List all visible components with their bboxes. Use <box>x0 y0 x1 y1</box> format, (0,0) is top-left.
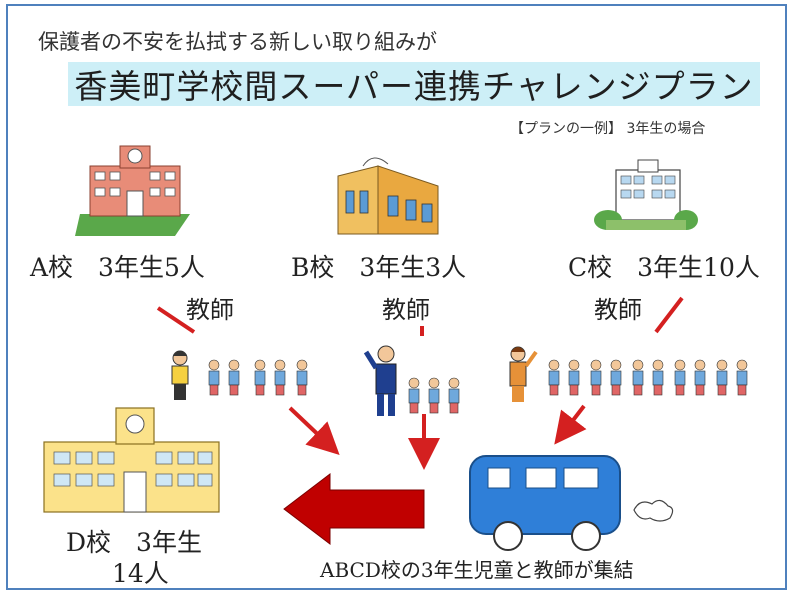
title-banner: 香美町学校間スーパー連携チャレンジプラン <box>68 62 760 106</box>
bus-icon <box>469 455 674 551</box>
group-a-people-icon <box>171 350 308 400</box>
school-a-teacher-label: 教師 <box>186 296 234 324</box>
group-c-people-icon <box>509 346 748 402</box>
school-a-label: A校 3年生5人 <box>30 253 205 282</box>
connector-lines <box>156 296 684 336</box>
school-b-teacher-label: 教師 <box>382 296 430 324</box>
school-c-label: C校 3年生10人 <box>568 253 760 282</box>
school-d-building-icon <box>43 407 220 513</box>
school-c-building-icon <box>594 159 698 230</box>
plan-note: 【プランの一例】 3年生の場合 <box>510 121 706 137</box>
page-title: 香美町学校間スーパー連携チャレンジプラン <box>74 67 754 106</box>
caption: ABCD校の3年生児童と教師が集結 <box>320 558 634 582</box>
school-b-label: B校 3年生3人 <box>291 253 467 282</box>
school-a-building-icon <box>75 145 190 236</box>
school-d-count-label: 14人 <box>112 559 169 588</box>
big-arrow-to-school-d <box>283 472 425 546</box>
school-b-building-icon <box>337 157 439 235</box>
subtitle: 保護者の不安を払拭する新しい取り組みが <box>38 30 437 54</box>
diagram-frame: 保護者の不安を払拭する新しい取り組みが 香美町学校間スーパー連携チャレンジプラン… <box>6 4 787 590</box>
school-d-label: D校 3年生 <box>66 528 202 557</box>
school-c-teacher-label: 教師 <box>594 296 642 324</box>
convergence-arrows <box>288 404 587 470</box>
group-b-people-icon <box>363 345 460 416</box>
